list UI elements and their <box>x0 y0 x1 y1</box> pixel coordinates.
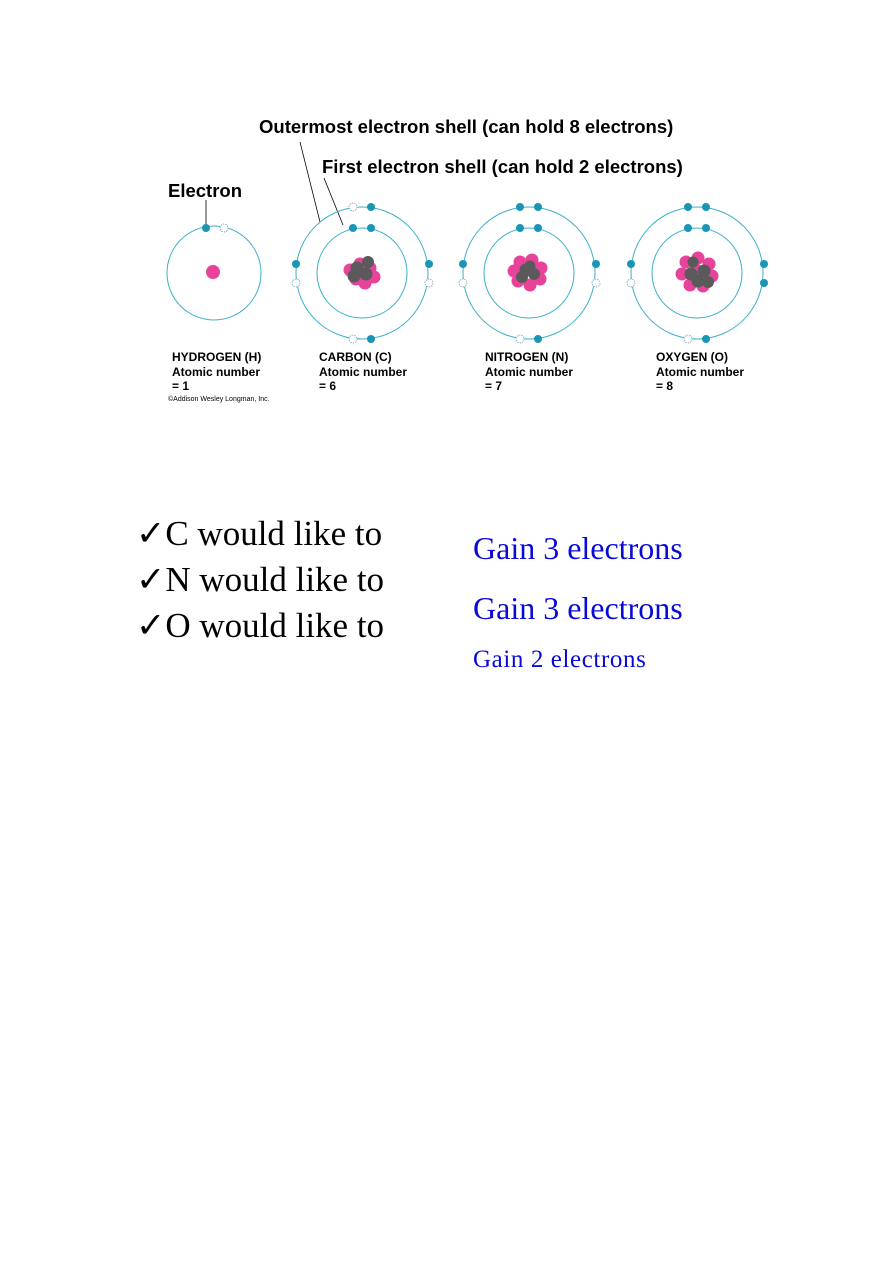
oxygen-empty-slot <box>626 278 636 288</box>
electron-label: Electron <box>168 180 243 201</box>
nitrogen-nucleus <box>507 253 548 292</box>
answer-text: Gain 2 electrons <box>473 646 647 673</box>
nitrogen-electron <box>459 260 467 268</box>
carbon-inner-shell <box>316 227 408 319</box>
carbon-electron <box>367 335 375 343</box>
carbon-empty-slot <box>348 334 358 344</box>
carbon-caption: CARBON (C) Atomic number = 6 <box>319 350 407 394</box>
checkmark-icon: ✓ <box>136 606 166 645</box>
answer-text: Gain 3 electrons <box>473 590 683 626</box>
atom-name: CARBON (C) <box>319 350 392 364</box>
oxygen-electron <box>760 260 768 268</box>
copyright-text: ©Addison Wesley Longman, Inc. <box>168 396 270 403</box>
oxygen-electron <box>702 335 710 343</box>
atomic-number-label: Atomic number <box>172 364 261 379</box>
atomic-number-value: = 7 <box>485 379 503 393</box>
atomic-number-label: Atomic number <box>319 364 408 379</box>
atom-name: NITROGEN (N) <box>485 350 569 364</box>
carbon-electron <box>425 260 433 268</box>
statement-text: C would like to <box>165 514 383 553</box>
oxygen-electron <box>627 260 635 268</box>
oxygen-electron <box>684 224 692 232</box>
oxygen-inner-shell <box>651 227 743 319</box>
nitrogen-inner-shell <box>483 227 575 319</box>
carbon-electron <box>349 224 357 232</box>
carbon-empty-slot <box>424 278 434 288</box>
first-shell-label: First electron shell (can hold 2 electro… <box>322 156 683 177</box>
nitrogen-electron <box>516 203 524 211</box>
oxygen-electron <box>702 203 710 211</box>
nitrogen-electron <box>534 335 542 343</box>
outer-shell-label: Outermost electron shell (can hold 8 ele… <box>259 116 674 137</box>
atomic-number-label: Atomic number <box>485 364 574 379</box>
carbon-outer-shell <box>295 206 429 340</box>
hydrogen-proton <box>206 265 220 279</box>
nitrogen-electron <box>592 260 600 268</box>
carbon-electron <box>367 203 375 211</box>
nitrogen-empty-slot <box>591 278 601 288</box>
nitrogen-empty-slot <box>458 278 468 288</box>
oxygen-empty-slot <box>683 334 693 344</box>
first-shell-pointer <box>323 177 344 226</box>
nitrogen-electron <box>516 224 524 232</box>
hydrogen-atom <box>166 223 262 321</box>
hydrogen-empty-slot <box>219 223 229 233</box>
statement-text: O would like to <box>165 606 385 645</box>
checkmark-icon: ✓ <box>136 514 166 553</box>
nitrogen-outer-shell <box>462 206 596 340</box>
nitrogen-electron <box>534 203 542 211</box>
carbon-electron <box>367 224 375 232</box>
carbon-atom <box>291 202 434 344</box>
carbon-electron <box>292 260 300 268</box>
statement-row: ✓N would like to <box>136 560 384 600</box>
atom-diagram <box>166 141 768 344</box>
carbon-nucleus <box>343 256 381 290</box>
atomic-number-label: Atomic number <box>656 364 745 379</box>
statement-row: ✓C would like to <box>136 514 382 554</box>
atomic-number-value: = 1 <box>172 379 190 393</box>
carbon-empty-slot <box>348 202 358 212</box>
nitrogen-electron <box>534 224 542 232</box>
oxygen-electron <box>702 224 710 232</box>
oxygen-caption: OXYGEN (O) Atomic number = 8 <box>656 350 744 394</box>
nitrogen-atom <box>458 203 601 344</box>
checkmark-icon: ✓ <box>136 560 166 599</box>
atom-name: HYDROGEN (H) <box>172 350 262 364</box>
carbon-empty-slot <box>291 278 301 288</box>
outer-shell-pointer <box>299 141 321 223</box>
hydrogen-electron <box>202 224 210 232</box>
atomic-number-value: = 6 <box>319 379 337 393</box>
oxygen-electron <box>684 203 692 211</box>
oxygen-outer-shell <box>630 206 764 340</box>
answer-text: Gain 3 electrons <box>473 530 683 566</box>
oxygen-electron <box>760 279 768 287</box>
oxygen-nucleus <box>675 251 719 293</box>
hydrogen-shell <box>166 225 262 321</box>
statement-text: N would like to <box>165 560 385 599</box>
nitrogen-caption: NITROGEN (N) Atomic number = 7 <box>485 350 573 394</box>
nitrogen-empty-slot <box>515 334 525 344</box>
oxygen-atom <box>626 203 768 344</box>
hydrogen-caption: HYDROGEN (H) Atomic number = 1 <box>172 350 261 394</box>
atomic-number-value: = 8 <box>656 379 674 393</box>
atom-name: OXYGEN (O) <box>656 350 729 364</box>
statement-row: ✓O would like to <box>136 606 384 646</box>
